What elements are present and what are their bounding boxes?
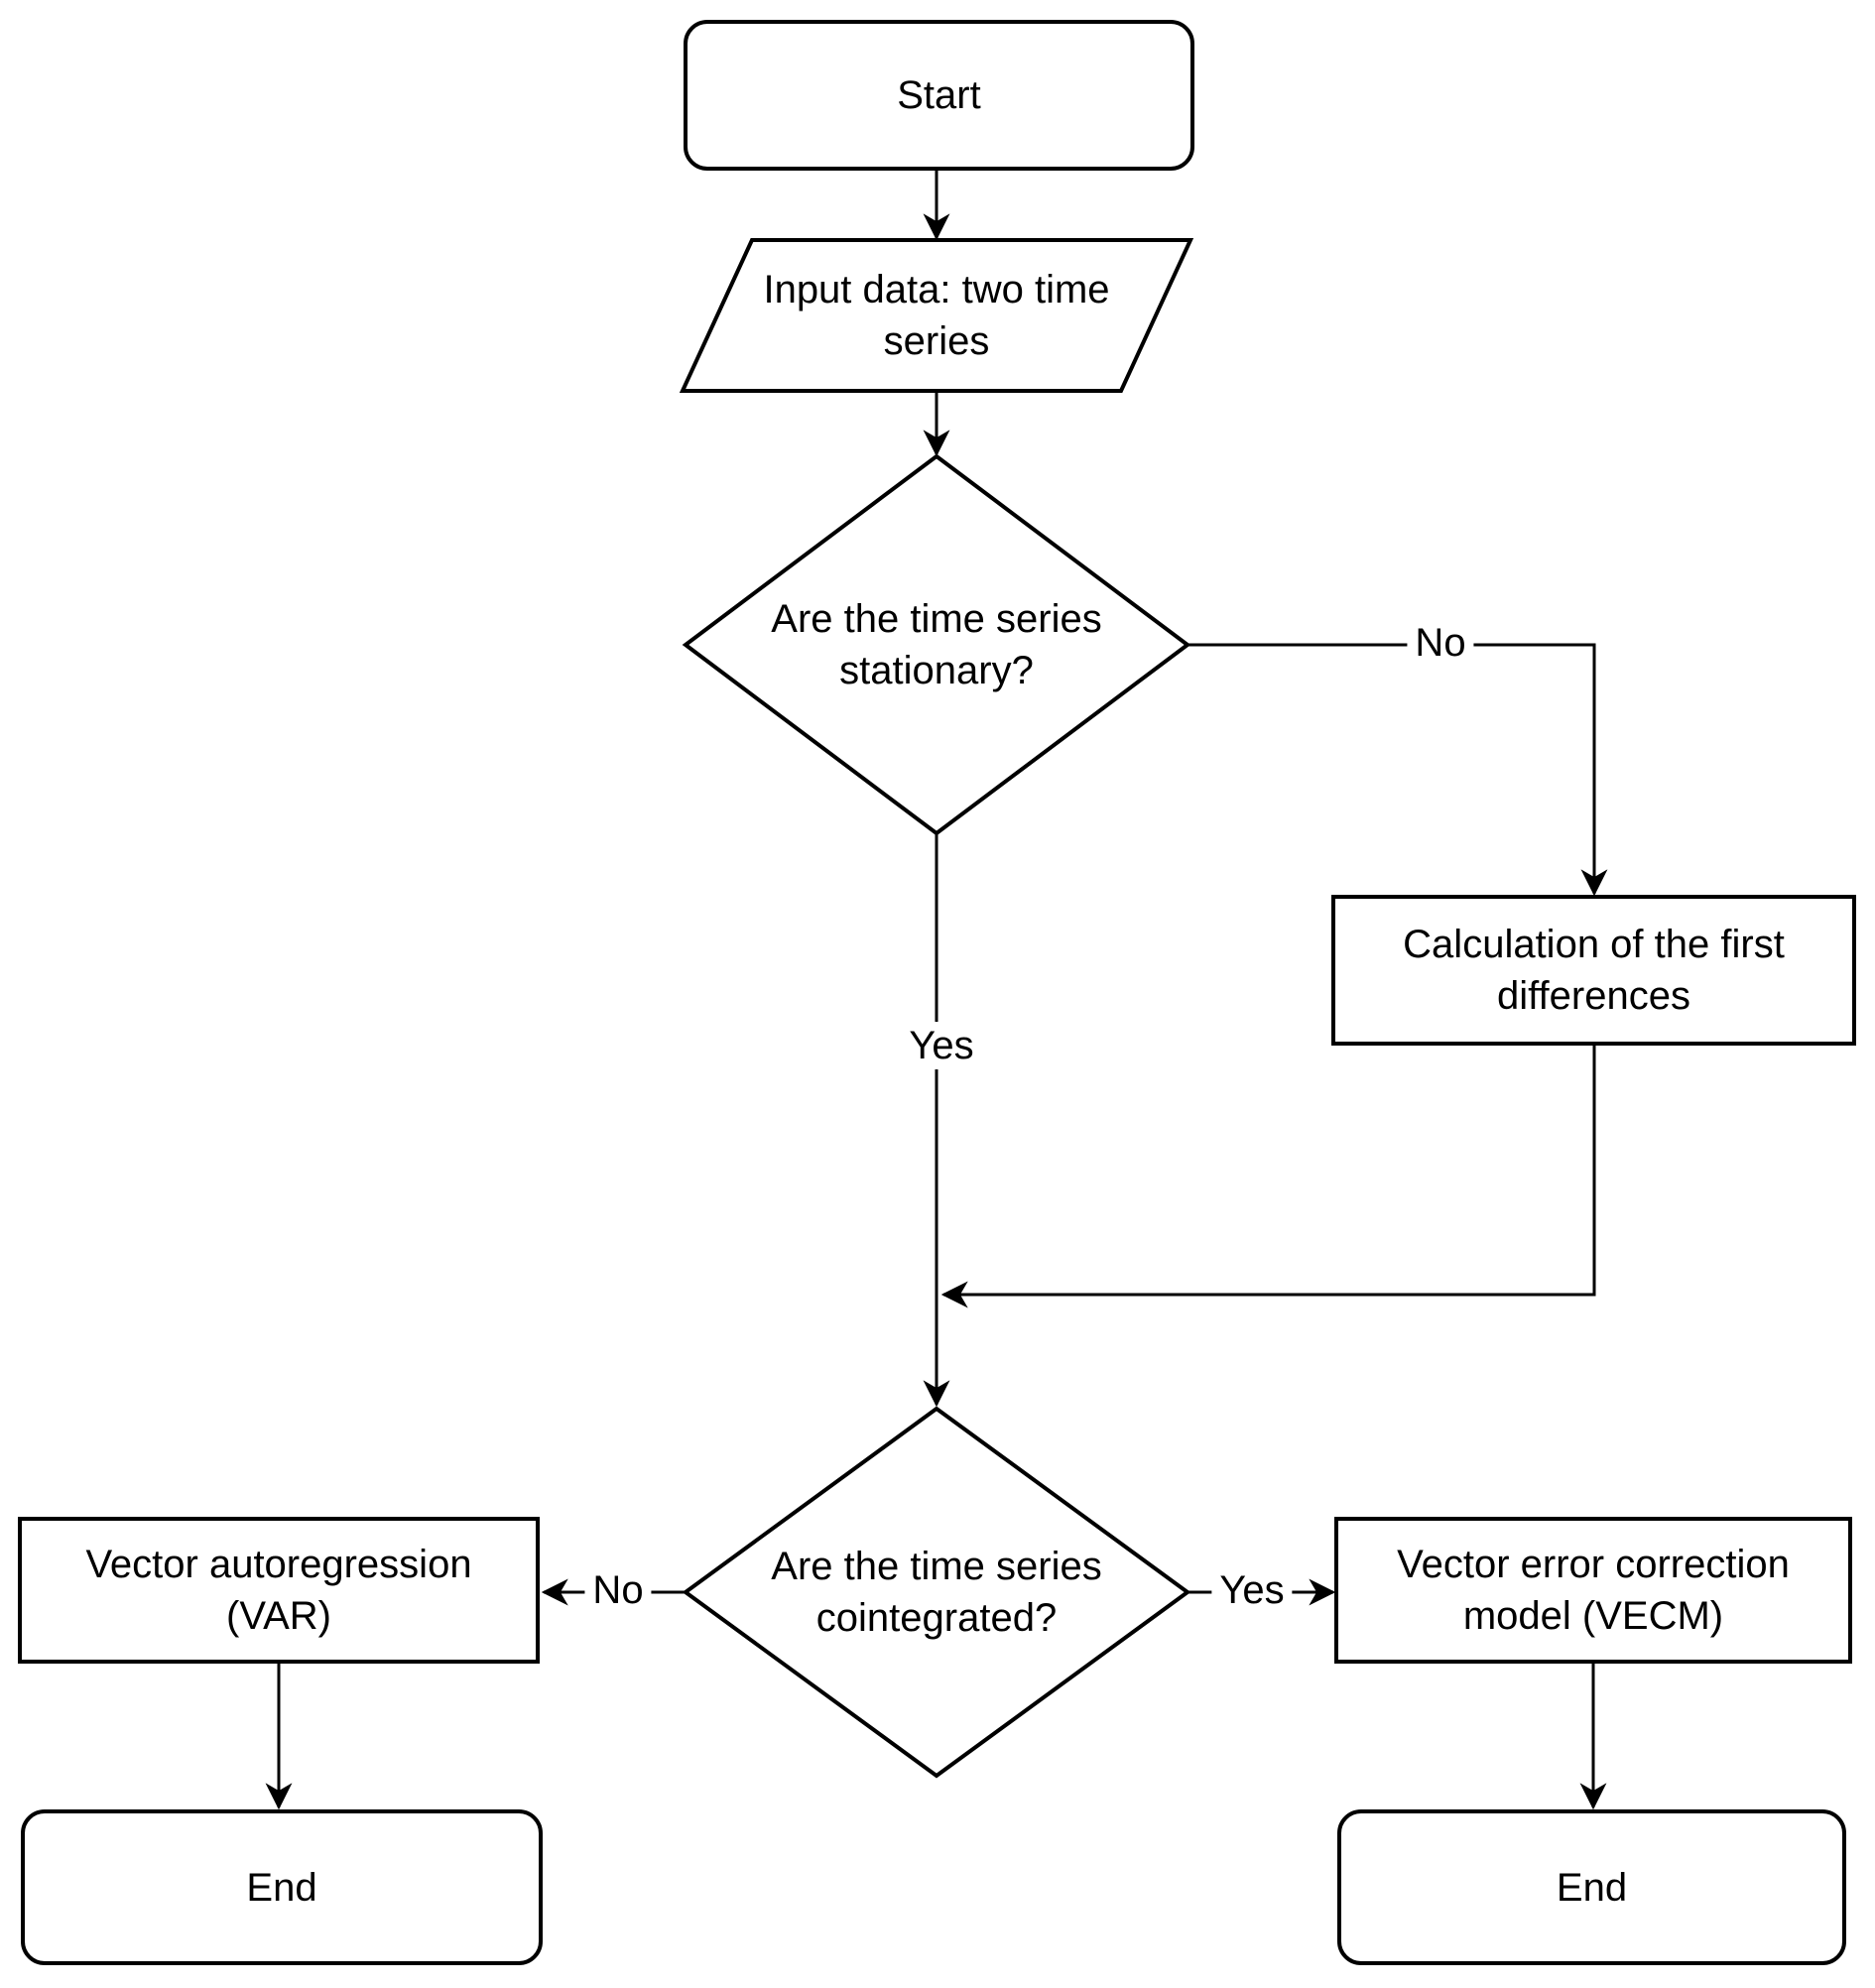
shapes-layer [18,20,1856,1965]
edge-differences-return-to-yes-line [940,1044,1596,1308]
stationary-decision-shape [682,453,1191,836]
input-data-node-shape [679,238,1194,393]
end-left-node-shape [21,1809,543,1965]
end-right-node-shape [1337,1809,1846,1965]
start-node-shape [684,20,1194,171]
edge-stationary-no-to-differences [1188,643,1608,897]
vecm-node-shape [1334,1517,1852,1664]
var-node-shape [18,1517,540,1664]
cointegrated-decision-shape [682,1406,1191,1779]
first-differences-node-shape [1331,895,1856,1046]
